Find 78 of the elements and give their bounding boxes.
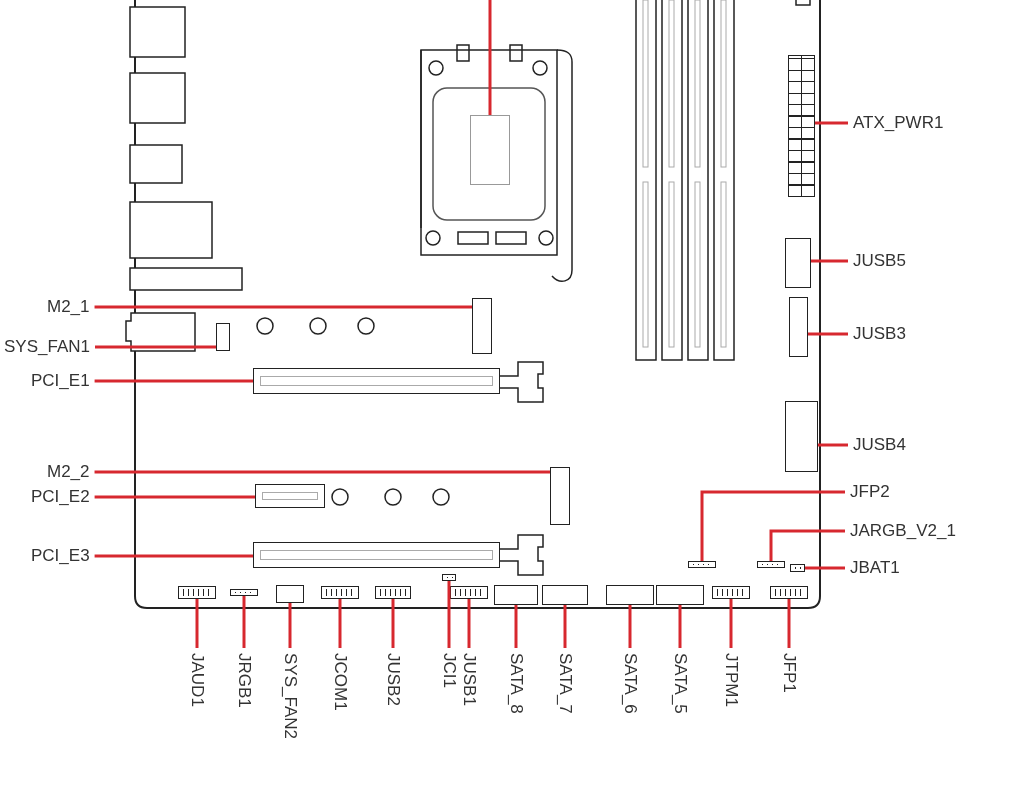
pin-header — [450, 586, 488, 599]
component-label: JARGB_V2_1 — [845, 519, 961, 543]
sata-connector — [606, 585, 654, 605]
power-connector — [788, 55, 815, 197]
component-label: JBAT1 — [845, 556, 905, 580]
component-label: M2_2 — [42, 460, 95, 484]
component-label: JFP2 — [845, 480, 895, 504]
sata-connector — [494, 585, 538, 605]
leader-line — [805, 566, 845, 570]
leader-line — [242, 596, 246, 648]
pin-header — [321, 586, 359, 599]
leader-line — [338, 599, 342, 648]
pin-header — [712, 586, 750, 599]
component-label: JAUD1 — [185, 648, 209, 712]
component-label: PCI_E1 — [26, 369, 95, 393]
pin-header — [688, 561, 716, 568]
component-label: JUSB3 — [848, 322, 911, 346]
leader-line — [811, 259, 848, 263]
sata-connector — [542, 585, 588, 605]
leader-line — [818, 443, 848, 447]
pcie-slot — [253, 542, 500, 568]
component-label: JTPM1 — [719, 648, 743, 712]
component-label: PCI_E2 — [26, 485, 95, 509]
pcie-slot — [255, 484, 325, 508]
leader-line — [808, 332, 848, 336]
component-label: JUSB4 — [848, 433, 911, 457]
fan-header — [216, 323, 230, 351]
leader-line — [391, 599, 395, 648]
leader-line — [94, 305, 472, 309]
component-label: JFP1 — [777, 648, 801, 698]
component-label: SATA_6 — [618, 648, 642, 719]
component-label: JRGB1 — [232, 648, 256, 713]
sata-connector — [656, 585, 704, 605]
m2-slot — [550, 467, 570, 525]
m2-slot — [472, 298, 492, 354]
leader-line — [94, 554, 253, 558]
usb-connector — [785, 401, 818, 472]
leader-line — [815, 121, 848, 125]
component-label: JUSB2 — [381, 648, 405, 711]
component-label: SATA_8 — [504, 648, 528, 719]
leader-line — [700, 490, 845, 561]
leader-line — [195, 599, 199, 648]
component-label: JUSB5 — [848, 249, 911, 273]
component-label: PCI_E3 — [26, 544, 95, 568]
pin-header — [230, 589, 258, 596]
leader-line — [729, 599, 733, 648]
pin-header — [757, 561, 785, 568]
leader-line — [447, 581, 451, 648]
pin-header — [442, 574, 456, 581]
leader-line — [467, 599, 471, 648]
leader-line — [769, 529, 845, 561]
component-label: ATX_PWR1 — [848, 111, 949, 135]
leader-line — [628, 605, 632, 648]
fan-header — [276, 585, 304, 603]
cpu-socket-center — [470, 115, 510, 185]
pin-header — [770, 586, 808, 599]
component-label: SATA_7 — [553, 648, 577, 719]
usb-connector — [785, 238, 811, 288]
usb-connector — [789, 297, 808, 357]
leader-line — [94, 495, 255, 499]
pcie-slot — [253, 368, 500, 394]
component-label: JCOM1 — [328, 648, 352, 716]
leader-line — [678, 605, 682, 648]
leader-line — [95, 345, 216, 349]
component-label: SYS_FAN2 — [278, 648, 302, 744]
leader-line — [514, 605, 518, 648]
leader-line — [488, 0, 492, 115]
pin-header — [178, 586, 216, 599]
component-label: SYS_FAN1 — [0, 335, 95, 359]
component-label: M2_1 — [42, 295, 95, 319]
battery-jumper — [790, 564, 805, 572]
leader-line — [787, 599, 791, 648]
leader-line — [563, 605, 567, 648]
component-label: SATA_5 — [668, 648, 692, 719]
pin-header — [375, 586, 411, 599]
leader-line — [288, 603, 292, 648]
leader-line — [94, 379, 253, 383]
leader-line — [94, 470, 550, 474]
